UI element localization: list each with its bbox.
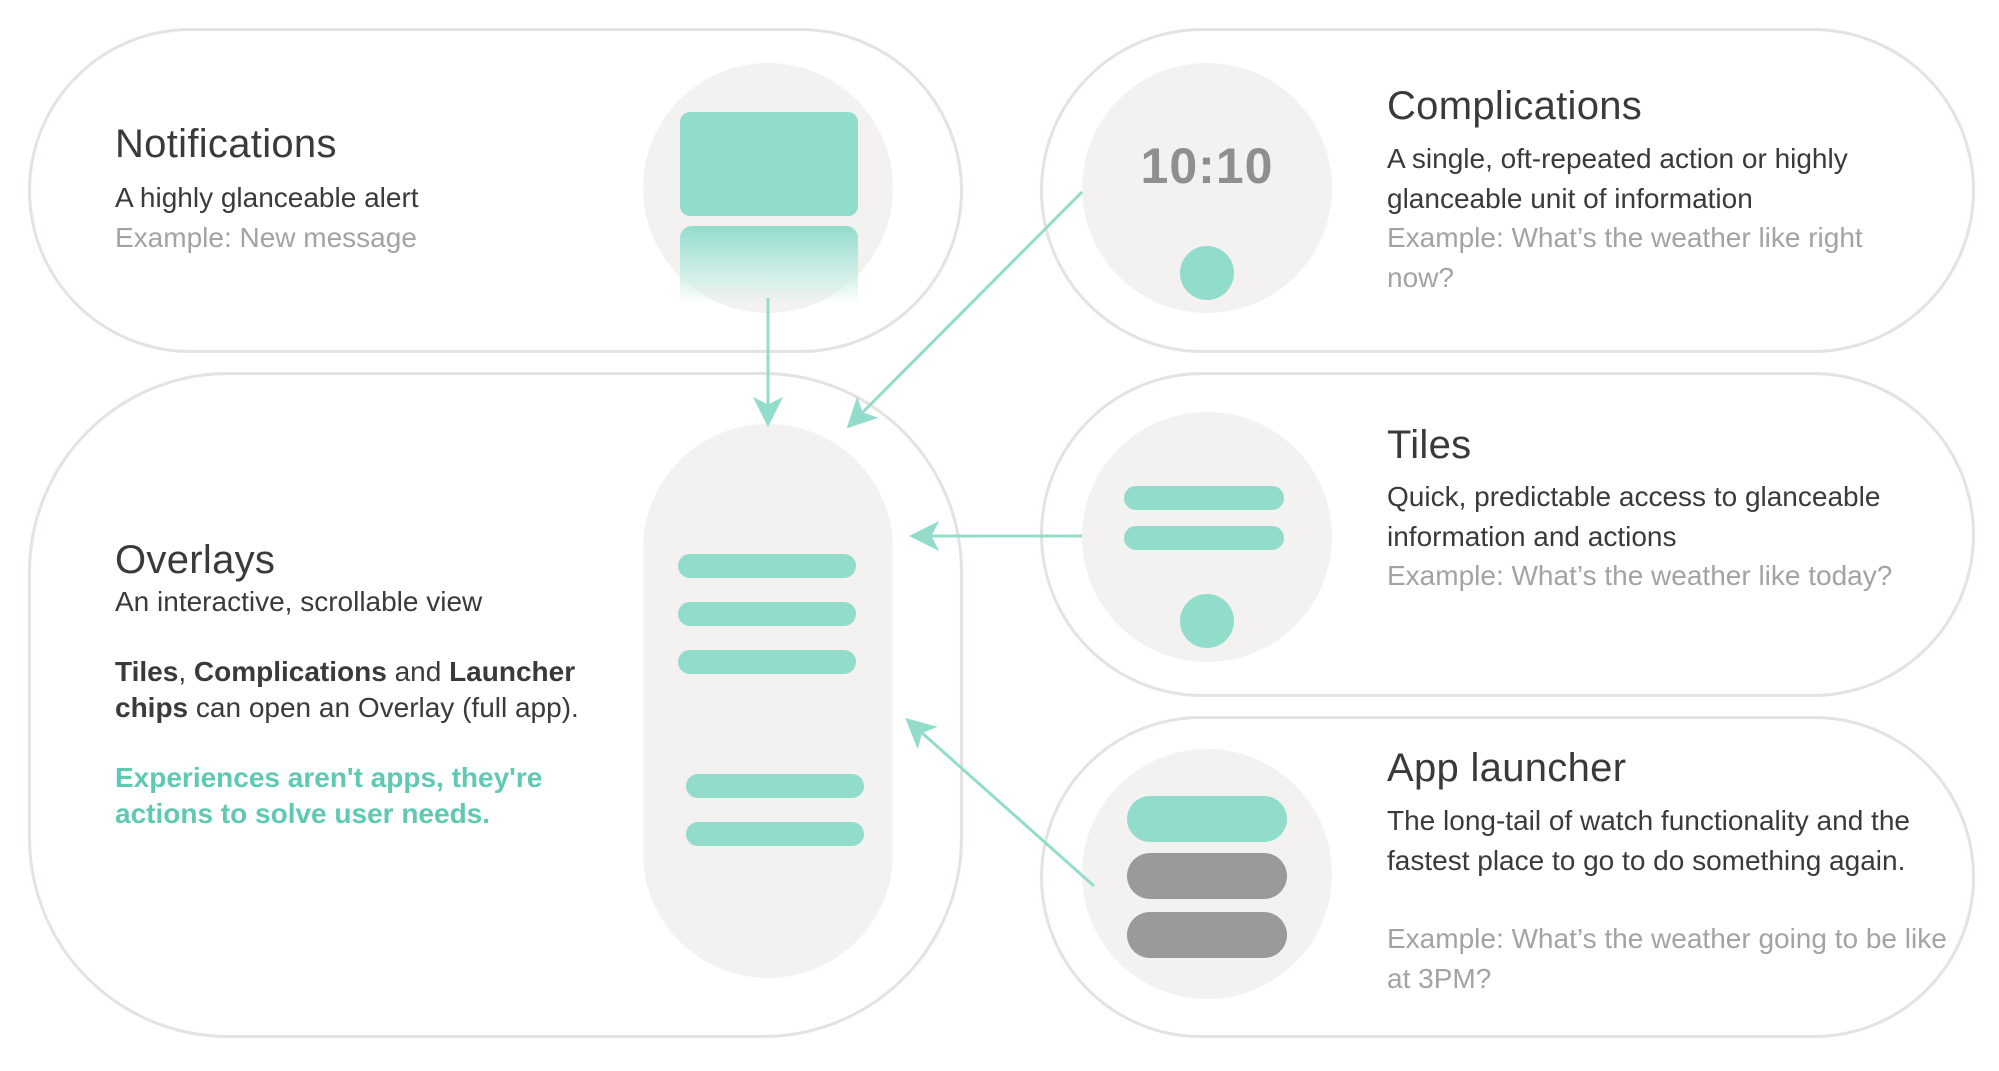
overlays-body-launcher-chips: Launcher chips: [115, 656, 576, 723]
overlays-body-sep2: and: [386, 656, 450, 687]
tile-bar-1: [1124, 486, 1284, 510]
complication-dot: [1180, 246, 1234, 300]
tiles-title: Tiles: [1387, 423, 1472, 467]
arrow-complications-to-overlay: [846, 190, 1084, 429]
launcher-chip-2: [1127, 853, 1287, 899]
complications-title: Complications: [1387, 84, 1643, 128]
overlay-list-bar-2: [678, 602, 856, 626]
app-launcher-description: The long-tail of watch functionality and…: [1387, 805, 1910, 876]
notification-stacked-card-shape: [680, 226, 858, 304]
tile-dot: [1180, 594, 1234, 648]
overlays-body-rest: can open an Overlay (full app).: [188, 692, 579, 723]
overlay-list-bar-1: [678, 554, 856, 578]
overlays-body: Tiles, Complications and Launcher chips …: [115, 654, 635, 726]
overlays-body-tiles: Tiles: [115, 656, 179, 687]
overlays-body-complications: Complications: [193, 656, 387, 687]
overlays-body-sep1: ,: [178, 656, 194, 687]
tiles-description: Quick, predictable access to glanceable …: [1387, 481, 1881, 552]
tiles-example: Example: What’s the weather like today?: [1387, 560, 1893, 591]
complications-description: A single, oft-repeated action or highly …: [1387, 143, 1848, 214]
app-launcher-title: App launcher: [1387, 746, 1627, 790]
arrow-launcher-to-overlay: [905, 718, 1095, 888]
overlays-highlight: Experiences aren't apps, they're actions…: [115, 762, 543, 829]
notification-card-shape: [680, 112, 858, 216]
app-launcher-example: Example: What’s the weather going to be …: [1387, 923, 1947, 994]
notifications-description: A highly glanceable alert: [115, 182, 419, 213]
complications-example: Example: What’s the weather like right n…: [1387, 222, 1863, 293]
tile-bar-2: [1124, 526, 1284, 550]
overlay-list-bar-5: [686, 822, 864, 846]
overlays-description: An interactive, scrollable view: [115, 586, 483, 617]
notifications-title: Notifications: [115, 122, 337, 166]
launcher-chip-highlighted: [1127, 796, 1287, 842]
notifications-example: Example: New message: [115, 222, 417, 253]
overlays-title: Overlays: [115, 538, 276, 582]
overlay-list-bar-3: [678, 650, 856, 674]
overlay-list-bar-4: [686, 774, 864, 798]
overlay-watch-illustration: [643, 424, 893, 978]
launcher-chip-3: [1127, 912, 1287, 958]
watch-time: 10:10: [1140, 138, 1274, 194]
